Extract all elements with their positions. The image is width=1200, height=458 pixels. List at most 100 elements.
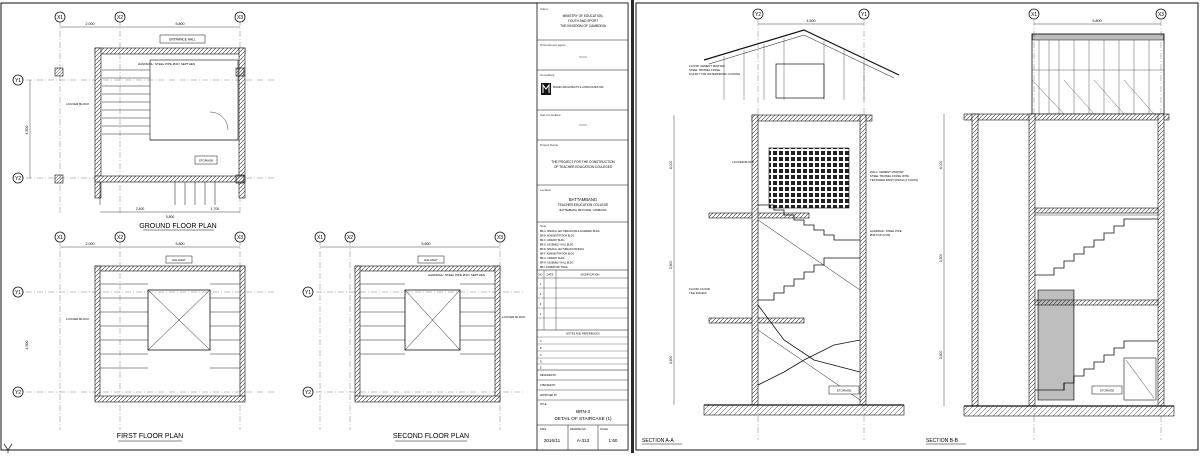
dimension-label: 4,000 [939, 161, 943, 170]
tb-location-line: BATTAMBANG [569, 197, 597, 202]
plans-drawing: X1 X2 X3 Y1 Y2 2,000 5,800 4,500 [0, 2, 629, 453]
section-aa: Y2 Y1 4,500 FLOOR: CEMENT MORTAR STEEL T… [642, 8, 918, 445]
plan-title-second: SECOND FLOOR PLAN [393, 433, 469, 440]
louver-grille [1037, 289, 1075, 401]
tb-building-item: BR-H: ASSEMBLY HALL BLDG [540, 262, 574, 265]
annotation-note: STEEL TROWEL FINISH [689, 68, 720, 72]
grid-label: X1 [57, 235, 63, 241]
tb-ref-row: D [540, 361, 542, 364]
ucs-icon [3, 443, 13, 453]
tb-note-label: Note [540, 224, 547, 228]
plan-title-ground: GROUND FLOOR PLAN [139, 223, 216, 230]
tb-building-item: BR-B: ADMINISTRATION BLDG [540, 235, 574, 238]
dimension-label: 3,900 [939, 254, 943, 263]
sheet-border [635, 2, 1199, 451]
grid-label: X3 [497, 235, 503, 241]
grid-label: X3 [237, 15, 243, 21]
grid-label: Y1 [861, 12, 867, 18]
grid-label: X3 [237, 235, 243, 241]
grid-label: X2 [117, 15, 123, 21]
tb-designed-by: DESIGNED BY [540, 374, 557, 377]
tb-bottom-header: DRAWING NO [570, 428, 586, 431]
tb-bottom-header: DATE [540, 428, 547, 431]
tb-ref-row: E [540, 367, 542, 370]
dimension-label: 3,900 [939, 351, 943, 360]
dimension-label: 1,700 [211, 207, 220, 211]
dimension-label: 3,900 [669, 261, 673, 270]
annotation-note: FLOOR: FLOOR [689, 287, 710, 291]
grid-label: Y1 [305, 290, 311, 296]
grid-label: X1 [57, 15, 63, 21]
tb-rev-row: 2 [540, 292, 542, 296]
grid-label: X2 [347, 235, 353, 241]
annotation-note: FLOOR: CEMENT MORTAR [689, 64, 725, 68]
louver-grille [768, 147, 850, 209]
tb-bottom-header: SCALE [600, 428, 608, 431]
tb-rev-header: DATE [547, 273, 554, 277]
tb-client-label: Client [540, 7, 548, 11]
drawing-sheet-sections: Y2 Y1 4,500 FLOOR: CEMENT MORTAR STEEL T… [634, 0, 1200, 453]
annotation-note: LOUVER BLOCK [732, 160, 754, 164]
second-floor-plan: X1 X2 X3 Y1 Y2 5,800 HALLWAY HANDRAIL: S… [302, 231, 525, 442]
tb-client-line: YOUTH AND SPORT [568, 19, 598, 23]
grid-label: X1 [1031, 12, 1037, 18]
tb-project-line: OF TEACHER EDUCATION COLLEGES [554, 165, 612, 169]
room-tag: STORAGE [837, 389, 852, 393]
first-floor-plan: X1 X2 X3 Y1 Y2 2,000 5,800 4,500 HALLWAY [12, 231, 275, 442]
dimension-label: 2,400 [136, 207, 145, 211]
room-tag: ENTRANCE HALL [169, 38, 196, 42]
split-view-divider[interactable] [631, 0, 634, 453]
dimension-label: 4,000 [669, 161, 673, 170]
title-block: Client MINISTRY OF EDUCATION, YOUTH AND … [536, 2, 629, 451]
grid-label: Y1 [15, 78, 21, 84]
tb-building-item: BR-D: ASSEMBLY HALL BLDG [540, 244, 574, 247]
tb-rev-row: 1 [540, 282, 542, 286]
tb-client-line: THE KINGDOM OF CAMBODIA [560, 24, 607, 28]
tb-drawing-title: DETAIL OF STAIRCASE (1) [554, 416, 612, 421]
annotation-note: TILE 300x300 [689, 291, 707, 295]
tb-title-label: TITLE [540, 403, 547, 406]
dimension-label: 4,500 [25, 341, 29, 350]
grid-label: Y2 [755, 12, 761, 18]
tb-ref-row: C [540, 354, 542, 357]
annotation-note: WALL: CEMENT MORTAR [870, 170, 903, 174]
annotation-note: HANDRAIL: STEEL PIPE Ø40 / SEPTHEN [138, 62, 195, 66]
tb-client-line: MINISTRY OF EDUCATION, [563, 14, 604, 18]
tb-location-line: TEACHER EDUCATION COLLEGE [558, 203, 609, 207]
tb-location-line: BATTAMBANG PROVINCE, CAMBODIA [559, 208, 606, 212]
annotation-note: Ø40 TOP (H:90) [870, 233, 890, 237]
tb-project-line: THE PROJECT FOR THE CONSTRUCTION [551, 160, 615, 164]
grid-bubble [54, 11, 66, 23]
annotation-note: HANDRAIL: STEEL PIPE [870, 229, 902, 233]
dimension-label: 4,500 [807, 19, 816, 23]
section-title-aa: SECTION A-A [642, 438, 674, 444]
room-tag: STORAGE [199, 159, 214, 163]
plan-title-first: FIRST FLOOR PLAN [117, 433, 183, 440]
grid-label: X2 [117, 235, 123, 241]
room-tag: HALLWAY [424, 258, 438, 262]
storage-door [1123, 357, 1157, 401]
tb-rev-header: NO [539, 273, 543, 277]
dimension-label: 5,800 [1093, 19, 1102, 23]
tb-consultant-label: Consultant [540, 73, 555, 77]
section-bb: X1 X3 5,800 [926, 8, 1175, 445]
tb-date-value: 2016/11 [544, 438, 561, 443]
annotation-note: TEXTURED PAINT FINISH (2 COATS) [870, 178, 918, 182]
dimension-label: 2,000 [86, 242, 95, 246]
tb-ref-row: B [540, 347, 542, 350]
tb-scale-value: 1:60 [609, 438, 618, 443]
tb-building-item: BR-A: SPECIAL LECTURE ROOM & ACADEMIC BL… [540, 230, 600, 233]
sections-drawing: Y2 Y1 4,500 FLOOR: CEMENT MORTAR STEEL T… [635, 2, 1199, 451]
dimension-label: 5,800 [176, 22, 185, 26]
tb-ref-label: NOTES AND REFERENCES [566, 332, 600, 336]
tb-consultant-name: MIANKI ARCHITECTS & ASSOCIATES INC [553, 85, 604, 89]
annotation-note: HANDRAIL: STEEL PIPE Ø40 / SEPTHEN [428, 273, 485, 277]
tb-building-item: BR-G: LIBRARY BLDG [540, 257, 565, 260]
grid-label: Y2 [15, 390, 21, 396]
dimension-label: 5,800 [176, 242, 185, 246]
dimension-label: 3,900 [669, 356, 673, 365]
tb-building-item: BR-C: LIBRARY BLDG [540, 239, 565, 242]
tb-checked-by: CHECKED BY [540, 384, 556, 387]
annotation-note: STEEL TROWEL FINISH WITH [870, 174, 909, 178]
